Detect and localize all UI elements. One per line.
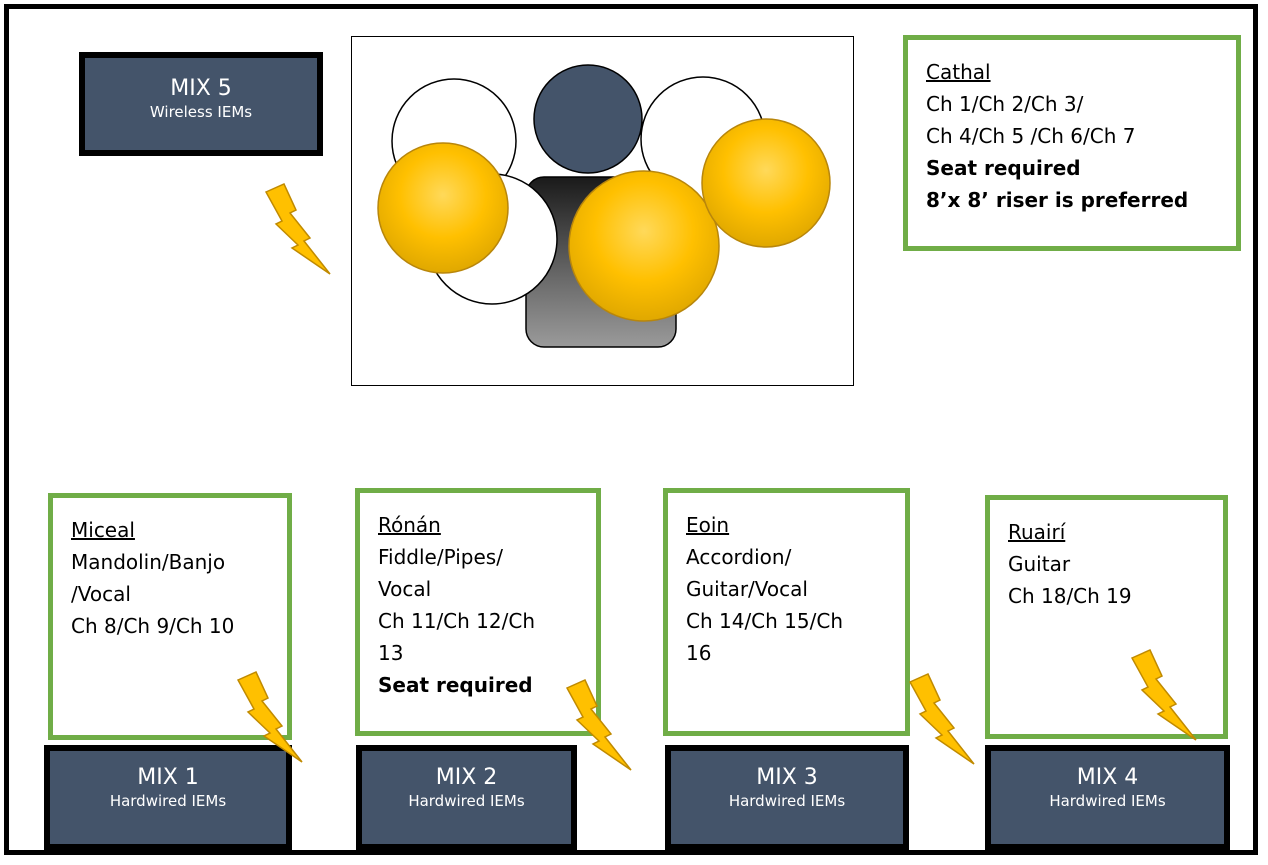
mix-3-box: MIX 3 Hardwired IEMs [665, 745, 909, 850]
drum-kit-stage [351, 36, 854, 386]
channel-line: Ch 11/Ch 12/Ch [378, 609, 536, 633]
cymbal-left [377, 142, 509, 274]
requirement-line: 8’x 8’ riser is preferred [926, 188, 1189, 212]
mix-subtitle: Hardwired IEMs [408, 792, 525, 810]
channel-line: 16 [686, 641, 712, 665]
instrument-line: Mandolin/Banjo [71, 550, 226, 574]
lightning-bolt-icon [908, 673, 975, 765]
lightning-bolt-icon [565, 679, 632, 771]
tom-center [533, 64, 643, 174]
channel-line: 13 [378, 641, 404, 665]
member-name: Ruairí [1008, 520, 1066, 544]
mix-4-box: MIX 4 Hardwired IEMs [985, 745, 1230, 850]
mix-5-box: MIX 5 Wireless IEMs [79, 52, 323, 156]
channel-line: Ch 14/Ch 15/Ch [686, 609, 844, 633]
mix-1-box: MIX 1 Hardwired IEMs [44, 745, 292, 850]
channel-line: Ch 4/Ch 5 /Ch 6/Ch 7 [926, 124, 1136, 148]
member-name: Cathal [926, 60, 991, 84]
cathal-card: Cathal Ch 1/Ch 2/Ch 3/ Ch 4/Ch 5 /Ch 6/C… [903, 35, 1241, 251]
member-name: Rónán [378, 513, 441, 537]
member-name: Eoin [686, 513, 730, 537]
lightning-bolt-icon [264, 183, 331, 275]
channel-line: Ch 18/Ch 19 [1008, 584, 1132, 608]
mix-subtitle: Hardwired IEMs [1049, 792, 1166, 810]
drum-kit-diagram [377, 64, 831, 348]
requirement-line: Seat required [378, 673, 533, 697]
instrument-line: /Vocal [71, 582, 131, 606]
mix-title: MIX 3 [756, 765, 818, 790]
mix-2-box: MIX 2 Hardwired IEMs [356, 745, 577, 850]
eoin-card: Eoin Accordion/ Guitar/Vocal Ch 14/Ch 15… [663, 488, 910, 736]
cymbal-right [701, 118, 831, 248]
mix-title: MIX 5 [170, 76, 232, 101]
requirement-line: Seat required [926, 156, 1081, 180]
channel-line: Ch 1/Ch 2/Ch 3/ [926, 92, 1084, 116]
lightning-bolt-icon [1130, 649, 1197, 741]
member-name: Miceal [71, 518, 135, 542]
mix-title: MIX 4 [1076, 765, 1139, 790]
mix-subtitle: Wireless IEMs [149, 103, 253, 121]
instrument-line: Fiddle/Pipes/ [378, 545, 503, 569]
mix-title: MIX 1 [137, 765, 199, 790]
mix-subtitle: Hardwired IEMs [728, 792, 846, 810]
instrument-line: Guitar [1008, 552, 1071, 576]
page-border [4, 4, 1258, 855]
ronan-card: Rónán Fiddle/Pipes/ Vocal Ch 11/Ch 12/Ch… [355, 488, 601, 736]
mix-subtitle: Hardwired IEMs [109, 792, 227, 810]
lightning-bolt-icon [236, 671, 303, 763]
instrument-line: Vocal [378, 577, 432, 601]
instrument-line: Accordion/ [686, 545, 792, 569]
mix-title: MIX 2 [435, 765, 498, 790]
cymbal-center [568, 170, 720, 322]
instrument-line: Guitar/Vocal [686, 577, 808, 601]
ruairi-card: Ruairí Guitar Ch 18/Ch 19 [985, 495, 1228, 739]
channel-line: Ch 8/Ch 9/Ch 10 [71, 614, 235, 638]
